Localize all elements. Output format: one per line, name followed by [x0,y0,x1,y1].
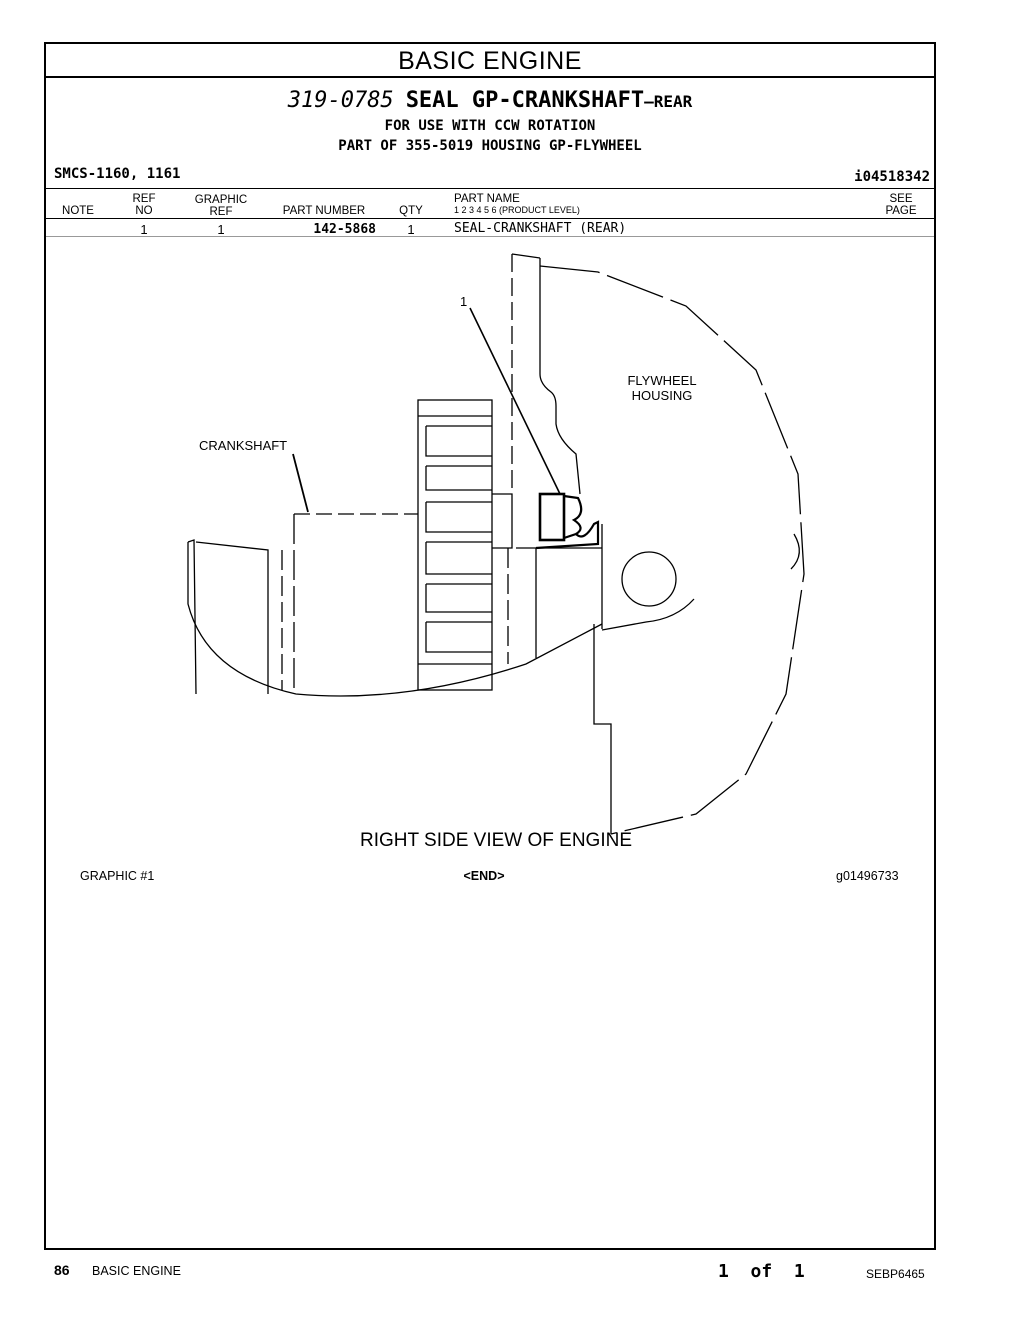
row-ref-no: 1 [140,222,148,237]
smcs-codes: SMCS-1160, 1161 [54,166,181,182]
col-note: NOTE [62,205,94,217]
row-qty: 1 [407,222,415,237]
row-part-name: SEAL-CRANKSHAFT (REAR) [454,221,627,236]
gear-stack [417,399,493,691]
page-frame: BASIC ENGINE 319-0785 SEAL GP-CRANKSHAFT… [44,42,936,1250]
footer-section: BASIC ENGINE [92,1264,181,1278]
crankshaft-seal [535,492,600,550]
col-qty: QTY [399,205,423,217]
illustration-caption: RIGHT SIDE VIEW OF ENGINE [359,830,632,851]
parts-illustration [187,253,805,835]
group-name: SEAL GP-CRANKSHAFT [405,88,645,113]
group-note-part-of: PART OF 355-5019 HOUSING GP-FLYWHEEL [338,138,642,154]
end-marker: <END> [463,869,505,883]
footer-doc-number: SEBP6465 [866,1267,925,1281]
row-graphic-ref: 1 [217,222,225,237]
callout-leader [469,307,561,495]
gear-teeth [418,415,492,665]
col-part-number: PART NUMBER [282,205,366,217]
bolt-hole [621,551,677,607]
housing-arc-inner [601,598,695,631]
group-title: 319-0785 SEAL GP-CRANKSHAFT–REAR [46,88,934,113]
label-flywheel-line1: FLYWHEEL [627,373,697,388]
page-of: 1 of 1 [718,1261,805,1282]
crankshaft-leader [292,453,309,513]
row-rule [46,236,934,237]
crankshaft-flange [187,542,603,697]
page-number: 86 [54,1262,70,1278]
section-title: BASIC ENGINE [46,44,934,78]
header-rule-bottom [46,218,934,219]
document-id: i04518342 [854,169,930,185]
label-flywheel-line2: HOUSING [631,388,693,403]
flywheel-housing-outline [539,265,805,835]
group-part-number: 319-0785 [287,88,394,113]
group-note-rotation: FOR USE WITH CCW ROTATION [384,118,596,134]
row-part-number: 142-5868 [313,222,376,237]
col-part-name: PART NAME [454,193,520,205]
label-crankshaft: CRANKSHAFT [199,438,288,453]
group-name-suffix: –REAR [644,92,693,111]
callout-number: 1 [460,294,468,309]
housing-contour [539,258,581,495]
header-rule-top [46,188,934,189]
graphic-label: GRAPHIC #1 [80,869,155,883]
col-product-levels: 1 2 3 4 5 6 (PRODUCT LEVEL) [454,205,580,215]
graphic-id: g01496733 [836,869,899,883]
